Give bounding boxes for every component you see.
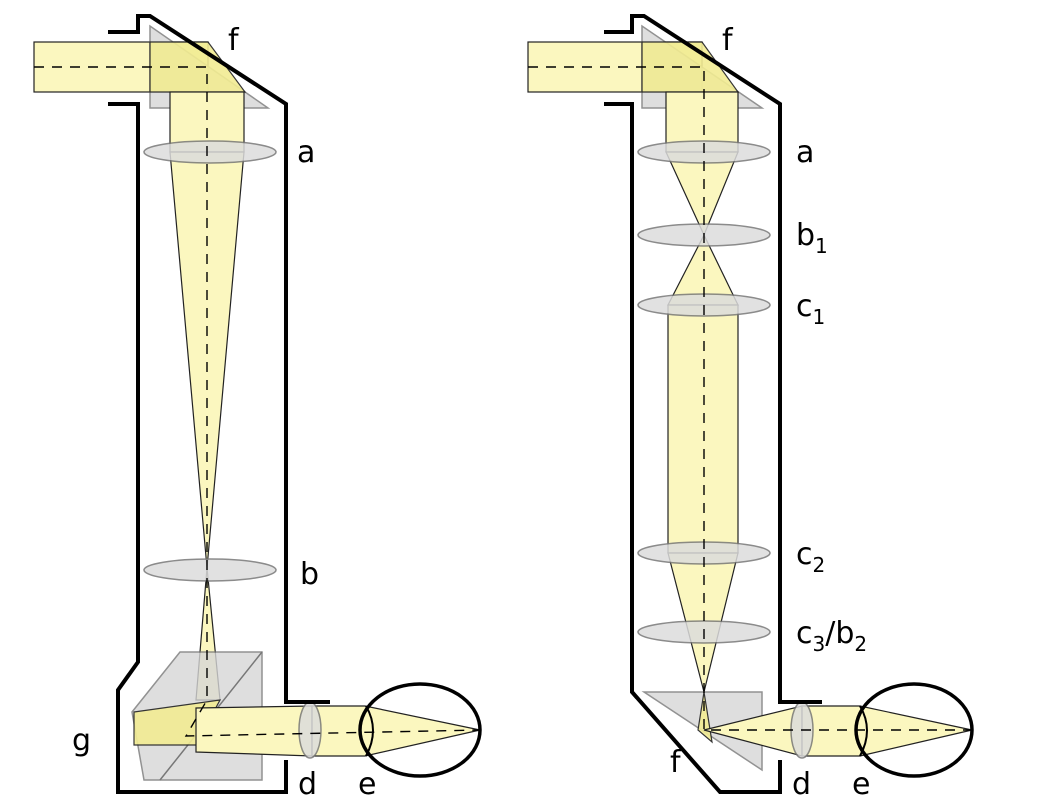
left-label-f: f (228, 23, 240, 58)
left-cone-ab (169, 151, 245, 569)
right-eye-lens (859, 705, 868, 757)
left-label-e: e (358, 767, 376, 802)
left-exit-beam (195, 705, 313, 757)
left-label-b: b (300, 557, 319, 592)
right-label-c2: c2 (796, 537, 825, 577)
left-label-d: d (298, 767, 317, 802)
left-periscope: f a b g d e (33, 14, 482, 802)
left-tube-outline-top (108, 14, 330, 704)
left-optical-axis (34, 66, 481, 737)
right-label-c1: c1 (796, 289, 825, 329)
left-tube-outline-bottom (108, 102, 288, 794)
left-lens-a (143, 140, 277, 164)
right-label-c3-sub: 3 (813, 632, 826, 656)
right-label-c1-base: c (796, 289, 813, 324)
right-label-c2-sub: 2 (813, 553, 826, 577)
right-optical-axis (528, 66, 972, 731)
right-label-c2-base: c (796, 537, 813, 572)
right-label-d: d (792, 767, 811, 802)
right-label-b2-sub: 2 (854, 632, 867, 656)
right-label-a: a (796, 135, 814, 170)
right-label-b1: b1 (796, 218, 828, 258)
left-lens-d (298, 701, 322, 759)
right-label-c3-base: c (796, 616, 813, 651)
right-label-f-top: f (722, 23, 734, 58)
right-cone-a-b1 (665, 151, 739, 237)
right-label-f-bottom: f (670, 745, 682, 780)
left-eye-lens (365, 705, 374, 757)
left-lens-b (143, 558, 277, 582)
right-label-e: e (852, 767, 870, 802)
right-eye (854, 682, 974, 778)
right-label-b1-sub: 1 (815, 234, 828, 258)
right-label-c3-b2: c3/b2 (796, 616, 867, 656)
left-label-a: a (297, 135, 315, 170)
right-eye-cone (801, 705, 973, 757)
right-parallel-beam (667, 304, 739, 554)
right-tube-outline-top (604, 14, 822, 704)
left-eye (358, 682, 482, 778)
right-label-c1-sub: 1 (813, 305, 826, 329)
right-label-c3-sep: /b (825, 616, 854, 651)
right-tube-outline-bottom (604, 102, 782, 794)
right-periscope: f a b1 c1 c2 c3/b2 f d e (527, 14, 974, 802)
left-label-g: g (72, 723, 91, 758)
right-label-b1-base: b (796, 218, 815, 253)
